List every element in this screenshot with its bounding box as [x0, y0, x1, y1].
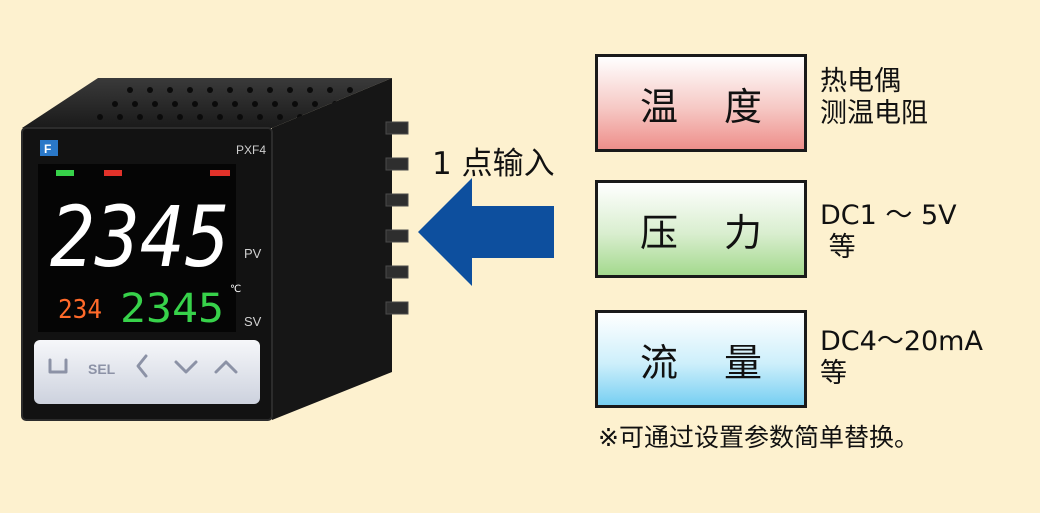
- up-key-icon[interactable]: [214, 360, 238, 374]
- description-line: DC1 ～ 5V: [820, 200, 957, 231]
- housing-side: [272, 78, 392, 420]
- input-label: 1 点输入: [432, 146, 555, 182]
- description-line: 等: [820, 358, 847, 389]
- flow-description: DC4～20mA 等: [820, 326, 983, 390]
- pressure-box: 压 力: [595, 180, 807, 278]
- description-line: 热电偶: [820, 66, 901, 97]
- temperature-box: 温 度: [595, 54, 807, 152]
- unit-label: ℃: [230, 284, 241, 295]
- brand-logo-mark: F: [44, 142, 51, 156]
- pressure-description: DC1 ～ 5V 等: [820, 200, 957, 264]
- flow-char-1: 流: [639, 340, 678, 385]
- temperature-char-2: 度: [724, 84, 763, 129]
- left-key-icon[interactable]: [136, 354, 148, 378]
- model-label: PXF4: [236, 143, 266, 157]
- brand-logo: [40, 140, 58, 156]
- footnote: ※可通过设置参数简单替换。: [598, 423, 919, 452]
- flow-char-2: 量: [724, 340, 763, 385]
- keypad: [34, 340, 260, 404]
- description-line: DC4～20mA: [820, 326, 983, 357]
- sv-value: 2345: [120, 286, 224, 332]
- status-lamp-red: [104, 170, 122, 176]
- pv-value: 2345: [50, 188, 230, 286]
- left-arrow-icon: [418, 178, 554, 286]
- sv-small-value: 234: [58, 295, 102, 325]
- status-lamp-green: [56, 170, 74, 176]
- vent-holes: [97, 87, 353, 120]
- pv-label: PV: [244, 246, 262, 261]
- sv-label: SV: [244, 314, 262, 329]
- description-line: 等: [820, 232, 856, 263]
- temperature-char-1: 温: [639, 84, 678, 129]
- temperature-description: 热电偶 测温电阻: [820, 66, 928, 130]
- pressure-char-1: 压: [639, 210, 678, 255]
- terminal-fins: [385, 121, 409, 315]
- return-key-icon[interactable]: [48, 358, 68, 374]
- flow-box: 流 量: [595, 310, 807, 408]
- lcd-display: [38, 164, 236, 332]
- status-lamp-red-2: [210, 170, 230, 176]
- down-key-icon[interactable]: [174, 360, 198, 374]
- description-line: 测温电阻: [820, 98, 928, 129]
- sel-key[interactable]: SEL: [88, 361, 116, 377]
- pressure-char-2: 力: [724, 210, 763, 255]
- controller-device: F PXF4 2345 PV ℃ 234 2345 SV SEL: [21, 78, 409, 421]
